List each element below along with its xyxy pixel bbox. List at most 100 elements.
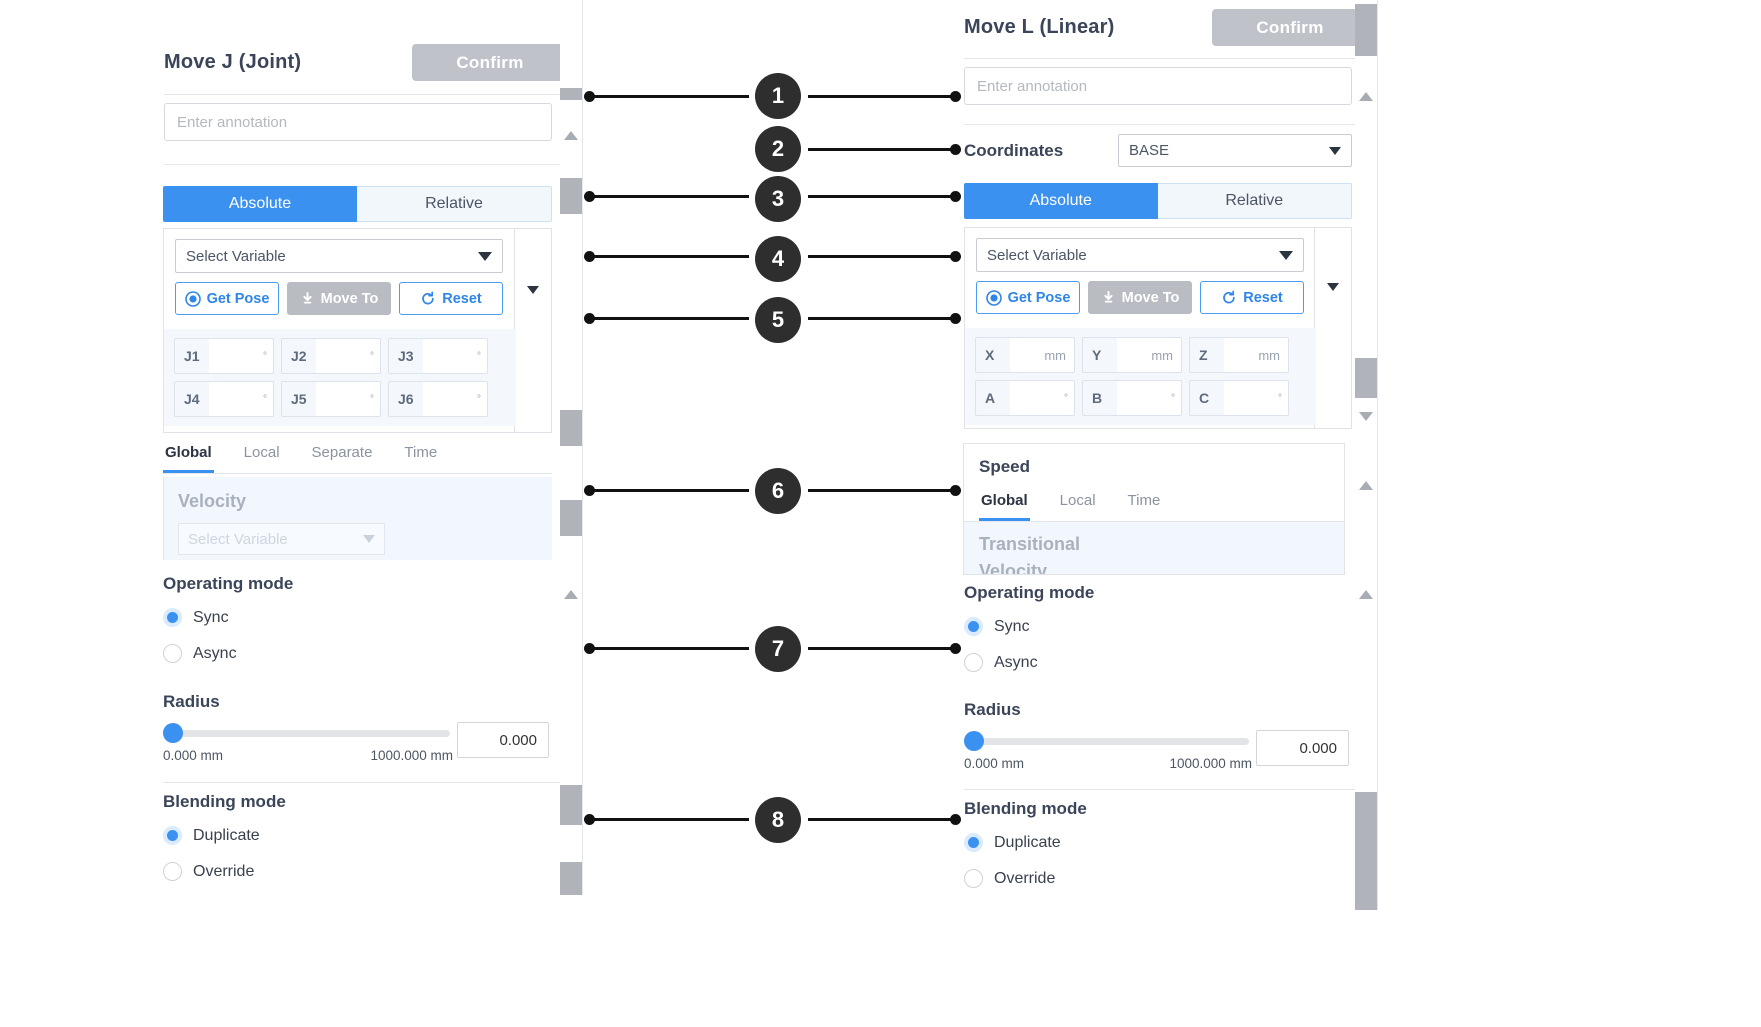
slider-track[interactable] <box>964 738 1249 745</box>
callout-8-right-dot <box>950 814 961 825</box>
move-l-confirm-button[interactable]: Confirm <box>1212 9 1368 46</box>
pose-field-value[interactable] <box>1117 338 1152 372</box>
radio-icon[interactable] <box>964 617 983 636</box>
pose-field-value[interactable] <box>1010 338 1045 372</box>
move-j-move-to-button[interactable]: Move To <box>287 282 391 315</box>
scrollbar-thumb-2[interactable] <box>560 410 582 446</box>
callout-7-right-dot <box>950 643 961 654</box>
joint-field-label: J1 <box>175 339 209 373</box>
move-l-mode-segmented[interactable]: Absolute Relative <box>964 183 1352 219</box>
move-l-operating-sync-row[interactable]: Sync <box>964 617 1030 636</box>
move-l-speed-tabs[interactable]: Global Local Time <box>964 486 1344 522</box>
move-j-tab-absolute[interactable]: Absolute <box>163 186 357 222</box>
move-l-variable-select[interactable]: Select Variable <box>976 238 1304 272</box>
tab-time[interactable]: Time <box>404 444 438 461</box>
move-j-confirm-button[interactable]: Confirm <box>412 44 568 81</box>
move-l-operating-async-row[interactable]: Async <box>964 653 1038 672</box>
move-j-velocity-select[interactable]: Select Variable <box>178 523 385 555</box>
move-j-blending-duplicate-row[interactable]: Duplicate <box>163 826 260 845</box>
radio-icon[interactable] <box>964 833 983 852</box>
radio-icon[interactable] <box>163 862 182 881</box>
scrollbar-thumb-3[interactable] <box>560 500 582 536</box>
scrollbar-thumb-top[interactable] <box>560 88 582 100</box>
scroll-up-icon[interactable] <box>1359 92 1373 101</box>
pose-field-value[interactable] <box>1117 381 1171 415</box>
move-j-operating-sync-row[interactable]: Sync <box>163 608 229 627</box>
pose-field-value[interactable] <box>1224 338 1259 372</box>
move-l-radius-slider[interactable]: 0.000 mm 1000.000 mm <box>964 726 1252 774</box>
radio-icon[interactable] <box>163 826 182 845</box>
joint-field[interactable]: J4 ° <box>174 381 274 417</box>
scrollbar-thumb-1[interactable] <box>1355 358 1377 398</box>
pose-field-value[interactable] <box>1224 381 1278 415</box>
joint-field-value[interactable] <box>316 382 370 416</box>
move-l-annotation-input[interactable] <box>964 67 1352 105</box>
slider-track[interactable] <box>163 730 450 737</box>
move-l-blending-override-row[interactable]: Override <box>964 869 1055 888</box>
pose-field[interactable]: X mm <box>975 337 1075 373</box>
scroll-down-icon[interactable] <box>1359 412 1373 421</box>
move-j-variable-select[interactable]: Select Variable <box>175 239 503 273</box>
joint-field[interactable]: J6 ° <box>388 381 488 417</box>
move-j-radius-value-input[interactable]: 0.000 <box>457 722 549 758</box>
pose-field-unit: mm <box>1044 347 1066 363</box>
move-l-scrollbar[interactable] <box>1355 0 1377 910</box>
joint-field-value[interactable] <box>316 339 370 373</box>
move-l-reset-button[interactable]: Reset <box>1200 281 1304 314</box>
joint-field-value[interactable] <box>209 382 263 416</box>
move-l-tab-absolute[interactable]: Absolute <box>964 183 1158 219</box>
slider-knob[interactable] <box>163 723 183 743</box>
move-l-blending-duplicate-row[interactable]: Duplicate <box>964 833 1061 852</box>
move-l-move-to-button[interactable]: Move To <box>1088 281 1192 314</box>
joint-field[interactable]: J3 ° <box>388 338 488 374</box>
move-j-annotation-input[interactable] <box>164 103 552 141</box>
tab-time[interactable]: Time <box>1127 492 1161 509</box>
move-j-mode-segmented[interactable]: Absolute Relative <box>163 186 552 222</box>
move-j-radius-slider[interactable]: 0.000 mm 1000.000 mm <box>163 718 453 766</box>
move-j-blending-override-row[interactable]: Override <box>163 862 254 881</box>
pose-field[interactable]: C ° <box>1189 380 1289 416</box>
move-j-operating-async-row[interactable]: Async <box>163 644 237 663</box>
radio-icon[interactable] <box>163 644 182 663</box>
callout-8-badge: 8 <box>755 797 801 843</box>
move-j-title: Move J (Joint) <box>164 51 302 73</box>
joint-field-value[interactable] <box>423 382 477 416</box>
joint-field[interactable]: J5 ° <box>281 381 381 417</box>
move-l-coordinates-select[interactable]: BASE <box>1118 134 1352 167</box>
move-l-radius-value-input[interactable]: 0.000 <box>1256 730 1349 766</box>
radio-icon[interactable] <box>163 608 182 627</box>
radio-icon[interactable] <box>964 653 983 672</box>
scroll-up-icon[interactable] <box>1359 590 1373 599</box>
move-l-tab-relative[interactable]: Relative <box>1157 183 1352 219</box>
move-j-speed-tabs[interactable]: Global Local Separate Time <box>163 438 552 474</box>
tab-local[interactable]: Local <box>243 444 280 461</box>
radio-icon[interactable] <box>964 869 983 888</box>
move-j-scrollbar[interactable] <box>560 0 582 895</box>
joint-field-value[interactable] <box>209 339 263 373</box>
pose-field-value[interactable] <box>1010 381 1064 415</box>
scroll-up-icon[interactable] <box>1359 481 1373 490</box>
scrollbar-thumb-2[interactable] <box>1355 792 1377 910</box>
move-j-reset-button[interactable]: Reset <box>399 282 503 315</box>
scrollbar-thumb-top[interactable] <box>1355 4 1377 56</box>
slider-knob[interactable] <box>964 731 984 751</box>
scroll-up-icon[interactable] <box>564 590 578 599</box>
scrollbar-thumb-4[interactable] <box>560 785 582 825</box>
scroll-up-icon[interactable] <box>564 131 578 140</box>
tab-global[interactable]: Global <box>979 486 1030 521</box>
tab-separate[interactable]: Separate <box>311 444 373 461</box>
move-l-get-pose-button[interactable]: Get Pose <box>976 281 1080 314</box>
scrollbar-thumb-5[interactable] <box>560 862 582 895</box>
pose-field[interactable]: Z mm <box>1189 337 1289 373</box>
pose-field[interactable]: A ° <box>975 380 1075 416</box>
tab-local[interactable]: Local <box>1059 492 1096 509</box>
pose-field[interactable]: Y mm <box>1082 337 1182 373</box>
joint-field[interactable]: J2 ° <box>281 338 381 374</box>
joint-field[interactable]: J1 ° <box>174 338 274 374</box>
move-j-get-pose-button[interactable]: Get Pose <box>175 282 279 315</box>
tab-global[interactable]: Global <box>163 438 214 473</box>
move-j-tab-relative[interactable]: Relative <box>357 186 552 222</box>
pose-field[interactable]: B ° <box>1082 380 1182 416</box>
joint-field-value[interactable] <box>423 339 477 373</box>
scrollbar-thumb-1[interactable] <box>560 178 582 214</box>
